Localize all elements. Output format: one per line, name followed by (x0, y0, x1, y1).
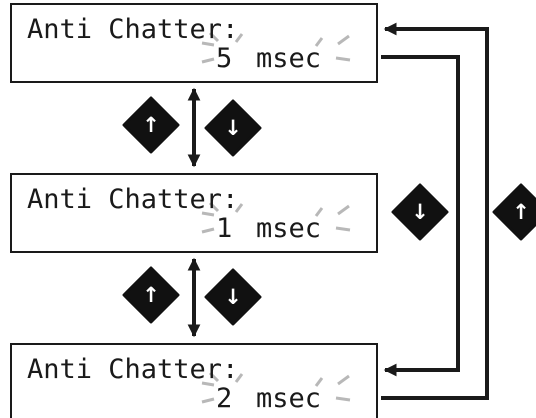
up-arrow-glyph: ↑ (142, 113, 160, 137)
up-arrow-key-icon: ↑ (122, 266, 180, 324)
screen-label: Anti Chatter: (27, 14, 238, 45)
screen-value: 2 (216, 383, 232, 414)
down-loop-connector (381, 55, 460, 377)
blink-rays (201, 31, 351, 64)
screen-value: 5 (216, 43, 232, 74)
down-arrow-glyph: ↓ (224, 285, 242, 309)
up-arrow-key-icon: ↑ (122, 96, 180, 154)
lcd-screen-1: Anti Chatter: 5 msec (10, 3, 378, 83)
screen-value: 1 (216, 213, 232, 244)
up-arrow-key-icon: ↑ (492, 183, 536, 241)
up-arrow-glyph: ↑ (142, 283, 160, 307)
screen-unit: msec (256, 43, 321, 74)
down-arrow-glyph: ↓ (224, 116, 242, 140)
up-loop-connector (381, 22, 489, 400)
lcd-screen-3: Anti Chatter: 2 msec (10, 343, 378, 418)
screen-unit: msec (256, 213, 321, 244)
down-arrow-key-icon: ↓ (204, 268, 262, 326)
down-arrow-glyph: ↓ (411, 200, 429, 224)
screen-unit: msec (256, 383, 321, 414)
down-arrow-key-icon: ↓ (204, 99, 262, 157)
blink-rays (201, 371, 351, 404)
lcd-screen-2: Anti Chatter: 1 msec (10, 173, 378, 253)
blink-rays (201, 201, 351, 234)
down-arrow-key-icon: ↓ (391, 183, 449, 241)
screen-label: Anti Chatter: (27, 354, 238, 385)
up-arrow-glyph: ↑ (512, 200, 530, 224)
screen-label: Anti Chatter: (27, 184, 238, 215)
